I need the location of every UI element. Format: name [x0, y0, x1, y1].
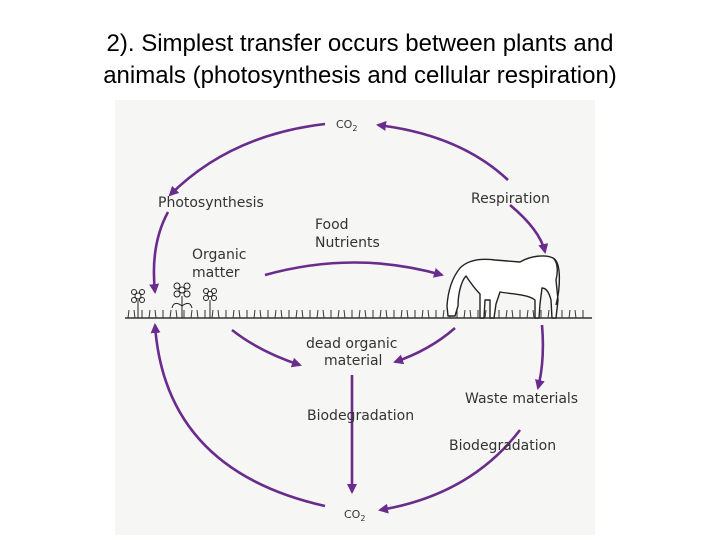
title-line-1: 2). Simplest transfer occurs between pla… — [106, 30, 614, 57]
arrow-food-to-horse — [264, 261, 444, 278]
co2-bottom-label: CO2 — [344, 508, 365, 523]
photosynthesis-label: Photosynthesis — [158, 195, 264, 211]
arrows — [149, 121, 549, 514]
horse-icon — [446, 255, 561, 319]
arrow-respiration-to-horse — [509, 204, 549, 254]
flower-icon — [171, 282, 193, 318]
arrow-horse-to-waste — [535, 324, 545, 390]
ground — [125, 309, 592, 319]
respiration-label: Respiration — [471, 191, 550, 207]
arrow-photosynthesis-to-plants — [149, 211, 170, 294]
nutrients-label: Nutrients — [315, 235, 380, 251]
arrow-horse-to-dead-organic — [393, 327, 456, 365]
flower-icon — [131, 289, 145, 318]
matter-label: matter — [192, 265, 240, 281]
co2-top-label: CO2 — [336, 118, 357, 133]
arrow-respiration-to-co2 — [376, 121, 509, 181]
waste-materials-label: Waste materials — [465, 391, 578, 407]
flower-icon — [203, 288, 217, 318]
title-line-2: animals (photosynthesis and cellular res… — [103, 62, 617, 89]
arrow-plants-to-dead-organic — [231, 328, 302, 368]
organic-label: Organic — [192, 247, 246, 263]
biodegradation-right-label: Biodegradation — [449, 438, 556, 454]
arrow-biodegradation-to-co2 — [378, 429, 522, 514]
grass — [127, 309, 584, 319]
slide-title: 2). Simplest transfer occurs between pla… — [0, 28, 720, 92]
dead-organic-label: dead organic — [306, 336, 397, 352]
arrow-co2-to-photosynthesis — [168, 122, 326, 197]
food-label: Food — [315, 217, 349, 233]
biodegradation-center-label: Biodegradation — [307, 408, 414, 424]
arrow-left-loop-up — [150, 323, 326, 508]
material-label: material — [324, 353, 382, 369]
